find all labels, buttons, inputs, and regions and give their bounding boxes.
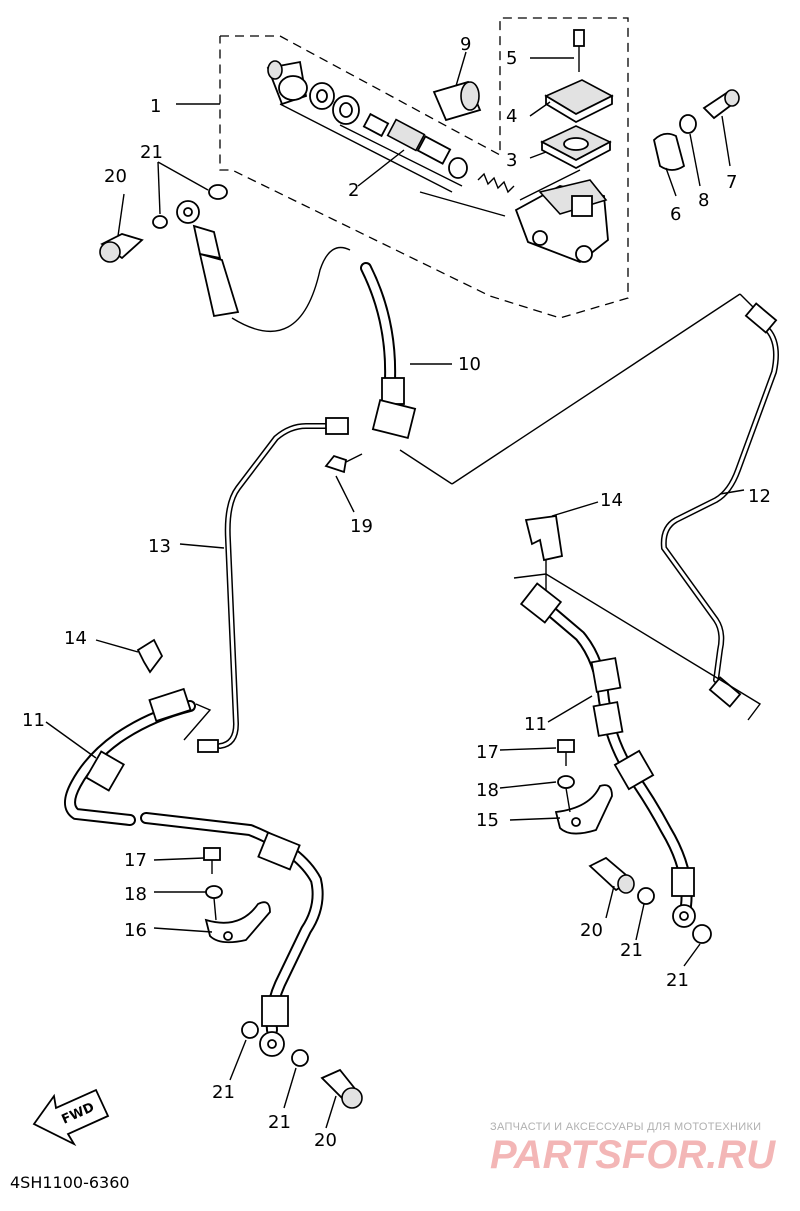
washer-18-right: [557, 775, 575, 789]
piston-kit-part: [362, 112, 468, 179]
callout-10: 10: [458, 354, 481, 375]
washer-18-left: [205, 885, 223, 899]
callout-20-bottom: 20: [314, 1130, 337, 1151]
callout-labels: 1 2 3 4 5 6 7 8 9 10 11 11 12 13 14 14 1…: [22, 34, 771, 1151]
callout-18-left: 18: [124, 884, 147, 905]
callout-21-bottom-a: 21: [212, 1082, 235, 1103]
callout-4: 4: [506, 106, 517, 127]
callout-21-bottom-b: 21: [268, 1112, 291, 1133]
right-brake-hose-11: [513, 573, 762, 928]
callout-21-right-a: 21: [620, 940, 643, 961]
brake-pipe-13: [197, 417, 349, 753]
master-cylinder-assembly-outline: [219, 17, 629, 319]
callout-18-right: 18: [476, 780, 499, 801]
spring-part: [477, 172, 515, 194]
callout-14-left: 14: [64, 628, 87, 649]
hose-holder-16: [204, 901, 271, 944]
callout-16: 16: [124, 920, 147, 941]
banjo-bolt-20-lower-left: [320, 1068, 363, 1109]
watermark-tagline: ЗАПЧАСТИ И АКСЕССУАРЫ ДЛЯ МОТОТЕХНИКИ: [490, 1121, 761, 1133]
callout-9: 9: [460, 34, 471, 55]
callout-17-left: 17: [124, 850, 147, 871]
callout-11-right: 11: [524, 714, 547, 735]
callout-7: 7: [726, 172, 737, 193]
callout-2: 2: [348, 180, 359, 201]
callout-20-right: 20: [580, 920, 603, 941]
washer-21-lower-right-a: [637, 887, 655, 905]
banjo-bolt-20-lower-right: [588, 856, 635, 894]
watermark-brand: PARTSFOR.RU: [490, 1133, 776, 1177]
hose-clip-14-left: [136, 638, 164, 674]
dust-boot-part: [266, 60, 308, 106]
master-cylinder-body: [514, 179, 609, 264]
callout-14-right: 14: [600, 490, 623, 511]
washer-21-lower-left-a: [241, 1021, 259, 1039]
diagram-part-code: 4SH1100-6360: [10, 1173, 130, 1192]
brake-pipe-12: [660, 302, 779, 708]
hose-clip-14-right: [524, 514, 564, 562]
callout-6: 6: [670, 204, 681, 225]
callout-19: 19: [350, 516, 373, 537]
callout-21-top: 21: [140, 142, 163, 163]
callout-13: 13: [148, 536, 171, 557]
hose-holder-15: [554, 784, 613, 835]
bolt-17-left: [203, 847, 221, 874]
joint-bolt-19: [324, 453, 363, 474]
master-cylinder-holder-part: [653, 89, 740, 171]
upper-brake-hose: [176, 200, 351, 333]
callout-5: 5: [506, 48, 517, 69]
callout-8: 8: [698, 190, 709, 211]
bolt-17-right: [557, 739, 575, 766]
left-brake-hose-11: [64, 687, 324, 1057]
leader-lines: [45, 51, 745, 1129]
callout-1: 1: [150, 96, 161, 117]
callout-15: 15: [476, 810, 499, 831]
sight-glass-part: [432, 80, 482, 122]
washer-21-lower-right-b: [692, 924, 712, 944]
callout-11-left: 11: [22, 710, 45, 731]
master-cylinder-parts: [266, 29, 614, 264]
callout-12: 12: [748, 486, 771, 507]
callout-17-right: 17: [476, 742, 499, 763]
upper-banjo-bolt: [99, 184, 228, 263]
washer-21-lower-left-b: [291, 1049, 309, 1067]
forward-direction-arrow: FWD: [32, 1088, 110, 1147]
callout-3: 3: [506, 150, 517, 171]
brake-hose-10: [360, 262, 417, 440]
callout-20-top: 20: [104, 166, 127, 187]
reservoir-cap-part: [544, 79, 614, 124]
diaphragm-part: [540, 125, 612, 170]
callout-21-right-b: 21: [666, 970, 689, 991]
cap-screw-part: [573, 29, 585, 72]
site-watermark: ЗАПЧАСТИ И АКСЕССУАРЫ ДЛЯ МОТОТЕХНИКИ PA…: [490, 1121, 776, 1177]
